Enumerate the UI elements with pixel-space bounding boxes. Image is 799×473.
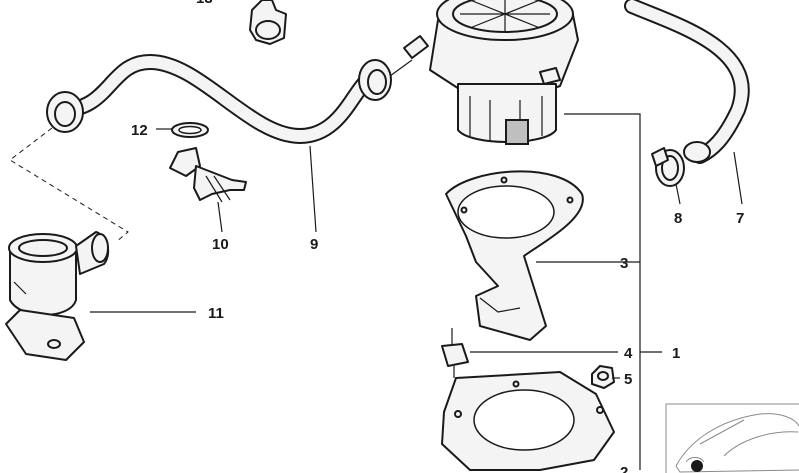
part-10-bracket-clip (169, 147, 247, 203)
callout-4: 4 (624, 345, 633, 362)
part-3-bracket (445, 170, 584, 341)
part-8-clamp (651, 147, 685, 187)
part-7-hose (624, 0, 750, 164)
part-2-lower-bracket (441, 371, 615, 471)
callout-2: 2 (620, 464, 628, 473)
callout-12: 12 (131, 122, 148, 139)
callout-9: 9 (310, 236, 318, 253)
callout-11: 11 (208, 305, 224, 322)
part-12-o-ring (171, 122, 209, 138)
callout-10: 10 (212, 236, 229, 253)
part-4-rubber-mount (441, 328, 469, 378)
leader-lines (90, 113, 743, 470)
callout-13: 13 (196, 0, 213, 7)
part-5-nut (591, 365, 615, 389)
dashed-connector (9, 127, 129, 243)
callout-3: 3 (620, 255, 628, 272)
part-11-valve (5, 231, 110, 361)
location-marker-icon (691, 460, 703, 472)
callout-5: 5 (624, 371, 632, 388)
callout-7: 7 (736, 210, 744, 227)
vehicle-locator-thumbnail (665, 403, 799, 473)
callout-8: 8 (674, 210, 682, 227)
air-pump (429, 0, 579, 145)
part-13-clamp (249, 0, 287, 45)
callout-labels: 13 12 10 9 11 8 7 3 4 1 5 2 (131, 0, 744, 473)
part-9-hose (46, 35, 429, 144)
callout-1: 1 (672, 345, 680, 362)
